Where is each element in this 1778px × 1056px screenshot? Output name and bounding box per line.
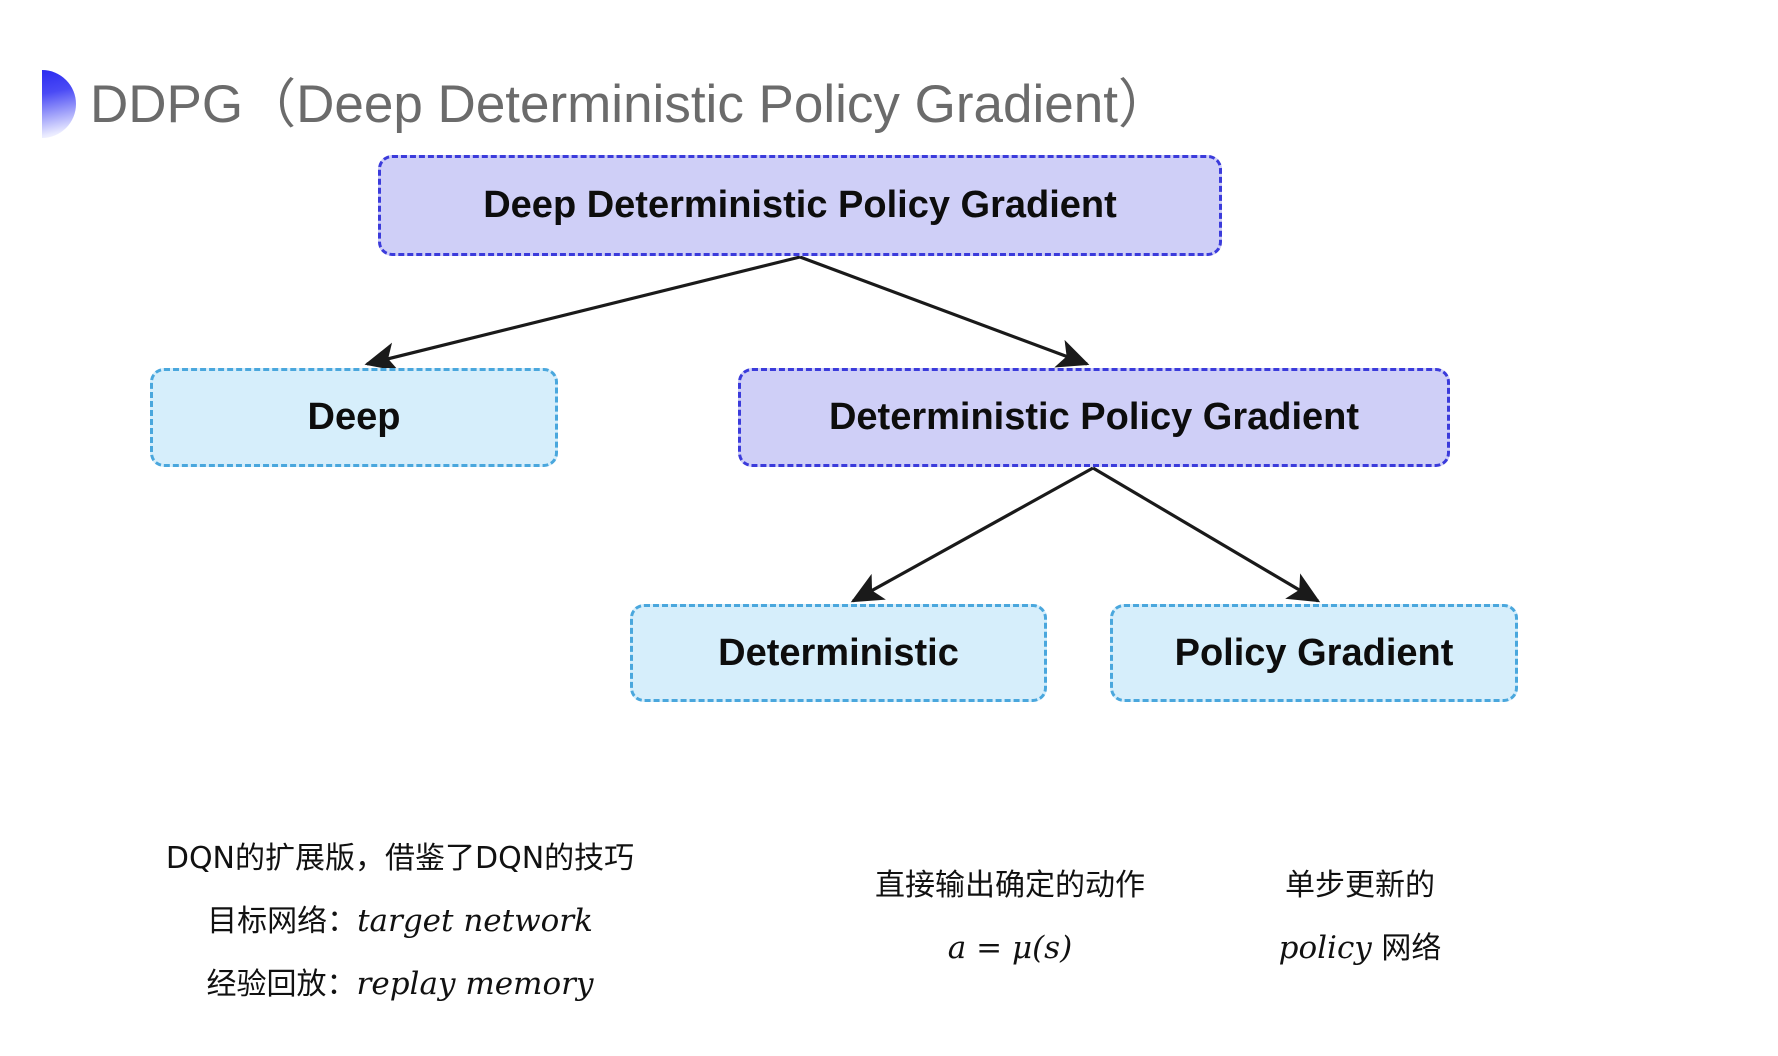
node-label: Policy Gradient [1174,631,1454,674]
caption-policy-gradient-line1: 单步更新的 [1285,868,1435,903]
edge-root-deep [364,255,801,372]
caption-deep-line3: 经验回放：replay memory [150,953,650,1016]
caption-deep-line1: DQN的扩展版，借鉴了DQN的技巧 [165,841,635,876]
node-policy-gradient[interactable]: Policy Gradient [1110,604,1518,702]
caption-deep: DQN的扩展版，借鉴了DQN的技巧 目标网络：target network 经验… [150,828,650,1016]
caption-deterministic: 直接输出确定的动作 a = μ(s) [700,855,1320,979]
node-deterministic[interactable]: Deterministic [630,604,1047,702]
caption-deep-line2-label: 目标网络： [207,904,358,939]
caption-policy-gradient: 单步更新的 policy 网络 [1130,855,1590,980]
page-title: DDPG（Deep Deterministic Policy Gradient） [90,75,1171,134]
caption-deep-line2-term: target network [357,903,593,939]
caption-deterministic-formula: a = μ(s) [947,930,1073,966]
caption-policy-gradient-line2: policy 网络 [1130,917,1590,980]
node-label: Deep [307,396,401,438]
edge-dpg-deterministic [850,466,1094,603]
caption-deterministic-line1: 直接输出确定的动作 [875,868,1145,903]
node-deterministic-policy-gradient[interactable]: Deterministic Policy Gradient [738,368,1450,467]
edge-root-dpg [799,255,1090,368]
node-label: Deep Deterministic Policy Gradient [483,184,1117,226]
edge-dpg-policygradient [1092,466,1321,603]
caption-deep-line3-term: replay memory [356,966,594,1002]
node-deep-deterministic-policy-gradient[interactable]: Deep Deterministic Policy Gradient [378,155,1222,256]
caption-policy-gradient-suffix: 网络 [1371,931,1442,966]
node-label: Deterministic [718,631,959,674]
half-circle-gradient-icon [42,70,76,138]
caption-deep-line3-label: 经验回放： [206,967,357,1002]
node-label: Deterministic Policy Gradient [828,396,1360,438]
node-deep[interactable]: Deep [150,368,558,467]
caption-policy-gradient-term: policy [1278,930,1372,966]
caption-deep-line2: 目标网络：target network [150,890,650,953]
